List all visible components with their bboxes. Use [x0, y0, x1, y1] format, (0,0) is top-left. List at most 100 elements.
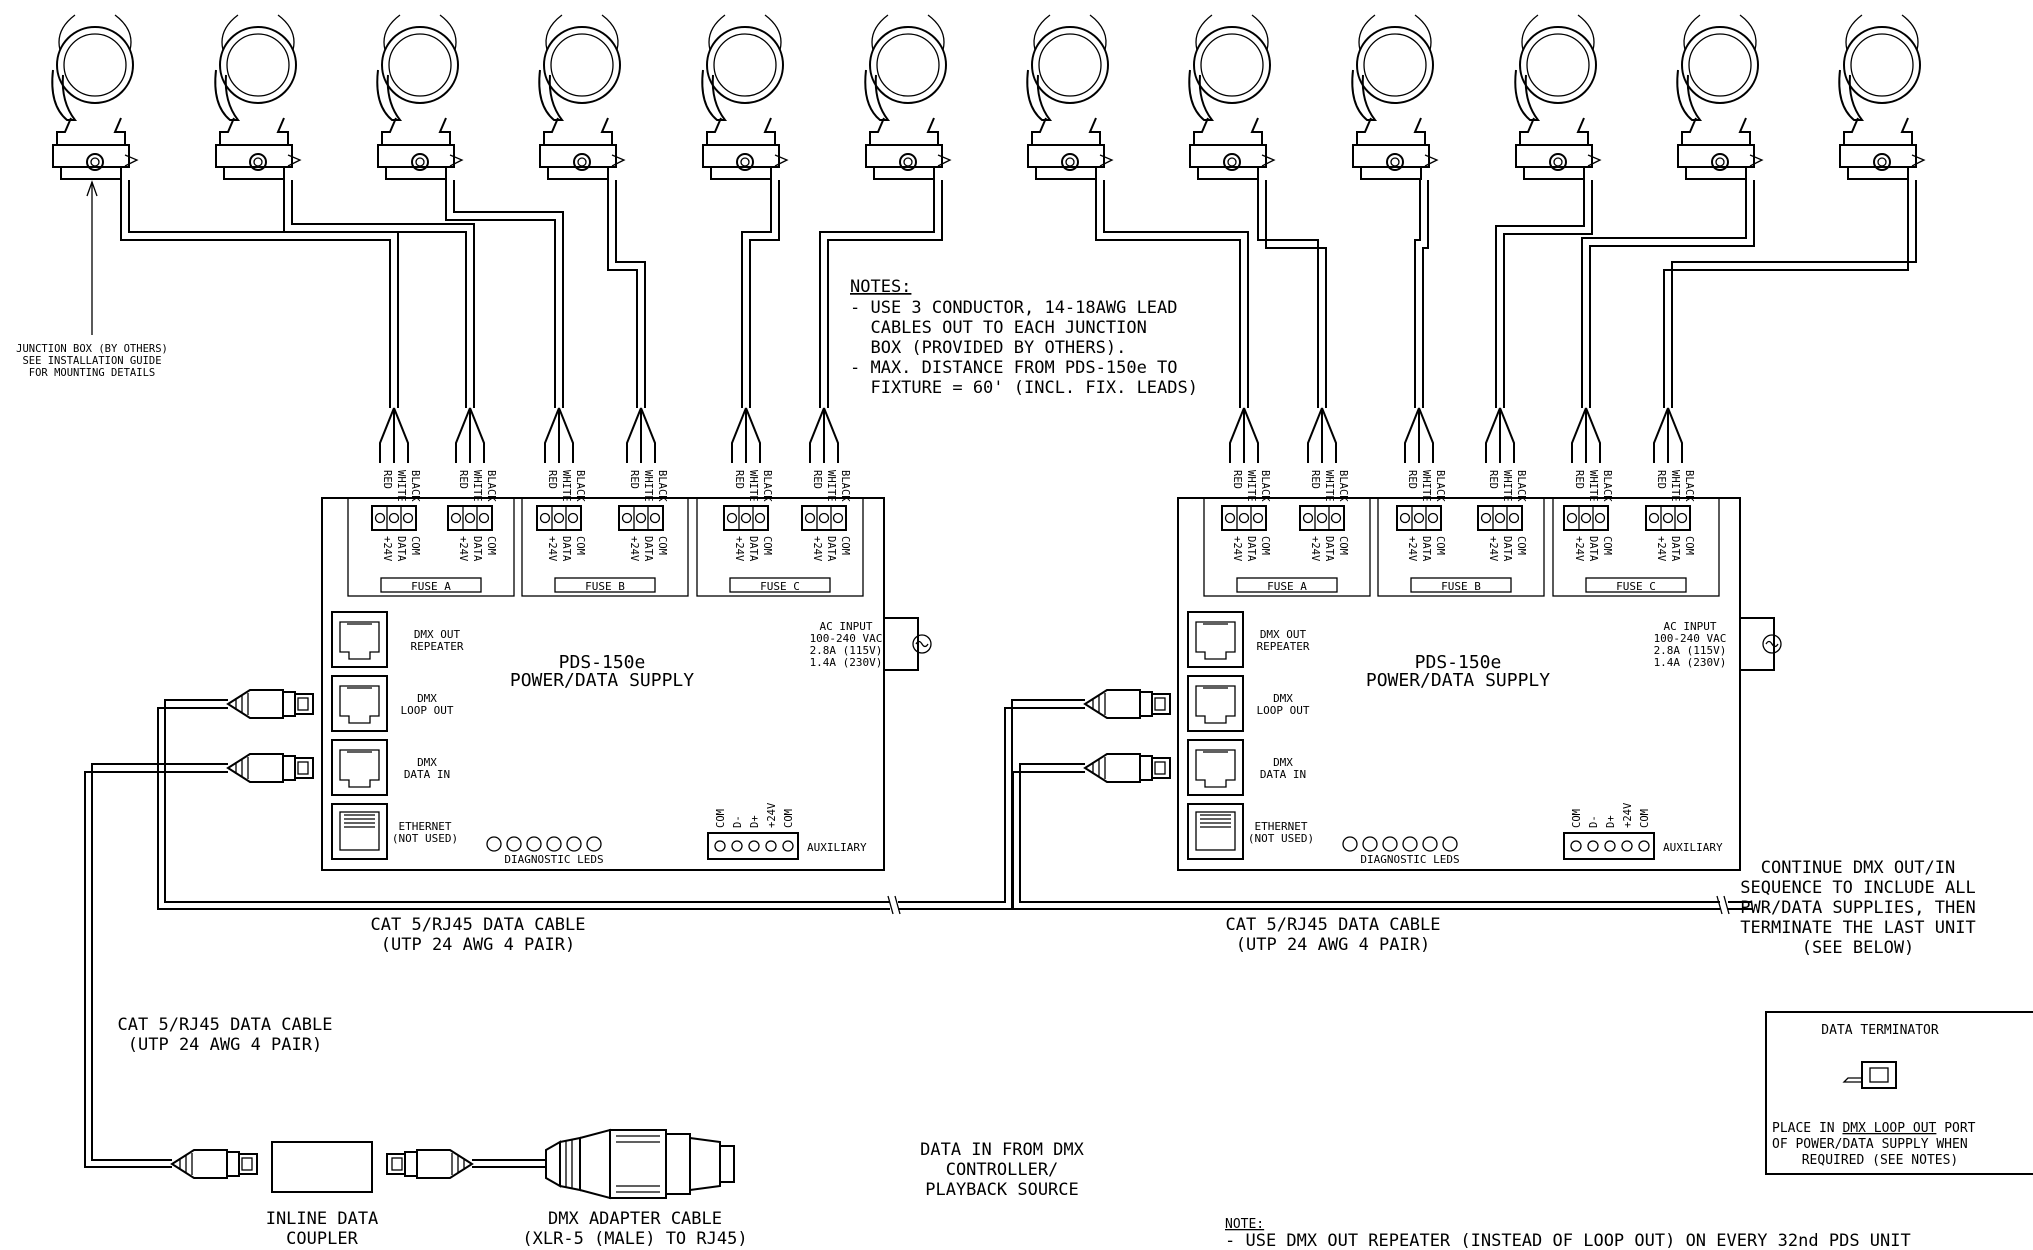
- terminal-label: COM: [409, 536, 421, 555]
- wire-color-label: WHITE: [747, 470, 759, 502]
- junction-line-3: FOR MOUNTING DETAILS: [29, 367, 155, 379]
- rj45-plug: [171, 1149, 258, 1179]
- wire-color-label: BLACK: [485, 470, 497, 502]
- wire-color-label: RED: [1487, 470, 1499, 489]
- terminal-label: +24V: [457, 536, 469, 562]
- terminal-label: DATA: [1420, 536, 1432, 562]
- fuse-a-label: FUSE A: [1267, 580, 1307, 593]
- cable-label-2a: CAT 5/RJ45 DATA CABLE: [1226, 915, 1441, 935]
- terminal-label: +24V: [733, 536, 745, 562]
- terminal-label: DATA: [747, 536, 759, 562]
- wire-color-label: WHITE: [642, 470, 654, 502]
- fuse-c-1: FUSE C: [729, 577, 831, 593]
- fuse-b-2: FUSE B: [1410, 577, 1512, 593]
- ac-current-115: 2.8A (115V): [1654, 644, 1727, 657]
- fuse-b-label: FUSE B: [1441, 580, 1481, 593]
- data-in-label-1: DMX: [1273, 756, 1293, 769]
- terminal-label: DATA: [395, 536, 407, 562]
- wire-color-label: WHITE: [1501, 470, 1513, 502]
- wire-color-label: BLACK: [409, 470, 421, 502]
- ac-current-115: 2.8A (115V): [810, 644, 883, 657]
- wire-color-label: RED: [1406, 470, 1418, 489]
- terminator-title: DATA TERMINATOR: [1821, 1023, 1939, 1038]
- wire-color-label: BLACK: [761, 470, 773, 502]
- terminal-label: DATA: [560, 536, 572, 562]
- fuse-b-1: FUSE B: [554, 577, 656, 593]
- auxiliary-label: AUXILIARY: [807, 841, 867, 854]
- terminal-block: [1299, 505, 1345, 531]
- wire-color-label: BLACK: [1259, 470, 1271, 502]
- terminal-label: +24V: [811, 536, 823, 562]
- dmx-out-label: DMX OUT: [1260, 628, 1307, 641]
- terminal-block: [447, 505, 493, 531]
- repeater-label: REPEATER: [411, 640, 464, 653]
- terminator-line-2: OF POWER/DATA SUPPLY WHEN: [1772, 1137, 1968, 1152]
- terminal-label: COM: [485, 536, 497, 555]
- loop-out-underlined: DMX LOOP OUT: [1842, 1121, 1936, 1136]
- data-terminator-box: DATA TERMINATOR PLACE IN DMX LOOP OUT PO…: [1765, 1011, 2033, 1175]
- aux-pin-label: D+: [749, 815, 761, 828]
- wire-color-label: WHITE: [471, 470, 483, 502]
- wire-fan: [544, 407, 574, 464]
- terminal-label: COM: [839, 536, 851, 555]
- rj45-plug: [227, 753, 314, 783]
- terminal-label: DATA: [1587, 536, 1599, 562]
- junction-line-1: JUNCTION BOX (BY OTHERS): [16, 343, 168, 355]
- terminator-line-3: REQUIRED (SEE NOTES): [1802, 1153, 1959, 1168]
- coupler-line-2: COUPLER: [286, 1229, 358, 1249]
- aux-pin-label: COM: [715, 809, 727, 828]
- aux-connector: [707, 832, 799, 860]
- terminal-label: DATA: [1323, 536, 1335, 562]
- wire-color-label: WHITE: [1323, 470, 1335, 502]
- ac-input-label: AC INPUT: [820, 620, 873, 633]
- note-bottom-heading: NOTE:: [1225, 1217, 1264, 1232]
- terminal-label: DATA: [471, 536, 483, 562]
- ethernet-port: [331, 803, 388, 860]
- pds-1-panel: DMX OUT REPEATER DMX LOOP OUT DMX DATA I…: [331, 611, 932, 866]
- wire-fan: [1404, 407, 1434, 464]
- note-bottom: NOTE: - USE DMX OUT REPEATER (INSTEAD OF…: [1225, 1217, 1911, 1250]
- pds-2-panel: DMX OUT REPEATER DMX LOOP OUT DMX DATA I…: [1187, 611, 1782, 866]
- terminal-label: COM: [1515, 536, 1527, 555]
- terminal-label: +24V: [1655, 536, 1667, 562]
- wire-fan: [1485, 407, 1515, 464]
- cable-label-1a: CAT 5/RJ45 DATA CABLE: [371, 915, 586, 935]
- wire-color-label: RED: [381, 470, 393, 489]
- wire-color-label: RED: [1573, 470, 1585, 489]
- cable-label-1b: (UTP 24 AWG 4 PAIR): [381, 935, 575, 955]
- terminal-block: [1645, 505, 1691, 531]
- wire-color-label: RED: [733, 470, 745, 489]
- ac-inlet: [1739, 617, 1782, 671]
- terminal-label: COM: [1601, 536, 1613, 555]
- pds-enclosure: [1177, 497, 1741, 871]
- terminator-icon: [1842, 1061, 1897, 1089]
- continue-line-4: TERMINATE THE LAST UNIT: [1740, 918, 1975, 938]
- cable-label-2b: (UTP 24 AWG 4 PAIR): [1236, 935, 1430, 955]
- terminal-block: [1221, 505, 1267, 531]
- inline-coupler: [271, 1141, 373, 1193]
- wire-fan: [379, 407, 409, 464]
- coupler-line-1: INLINE DATA: [266, 1209, 379, 1229]
- loop-out-port: [331, 675, 388, 732]
- aux-pin-label: COM: [1571, 809, 1583, 828]
- wire-color-label: WHITE: [395, 470, 407, 502]
- wire-color-label: BLACK: [574, 470, 586, 502]
- pds-subtitle: POWER/DATA SUPPLY: [1366, 670, 1550, 691]
- data-in-line-3: PLAYBACK SOURCE: [925, 1180, 1079, 1200]
- continue-note: CONTINUE DMX OUT/IN SEQUENCE TO INCLUDE …: [1740, 858, 1975, 958]
- pds-unit-2: [1177, 497, 1741, 871]
- fuse-a-1: FUSE A: [380, 577, 482, 593]
- adapter-line-1: DMX ADAPTER CABLE: [548, 1209, 722, 1229]
- terminal-label: +24V: [381, 536, 393, 562]
- terminal-label: DATA: [1245, 536, 1257, 562]
- wire-fan: [1229, 407, 1259, 464]
- adapter-line-2: (XLR-5 (MALE) TO RJ45): [522, 1229, 747, 1249]
- dmx-out-port: [331, 611, 388, 668]
- fixture-10: [1514, 14, 1601, 180]
